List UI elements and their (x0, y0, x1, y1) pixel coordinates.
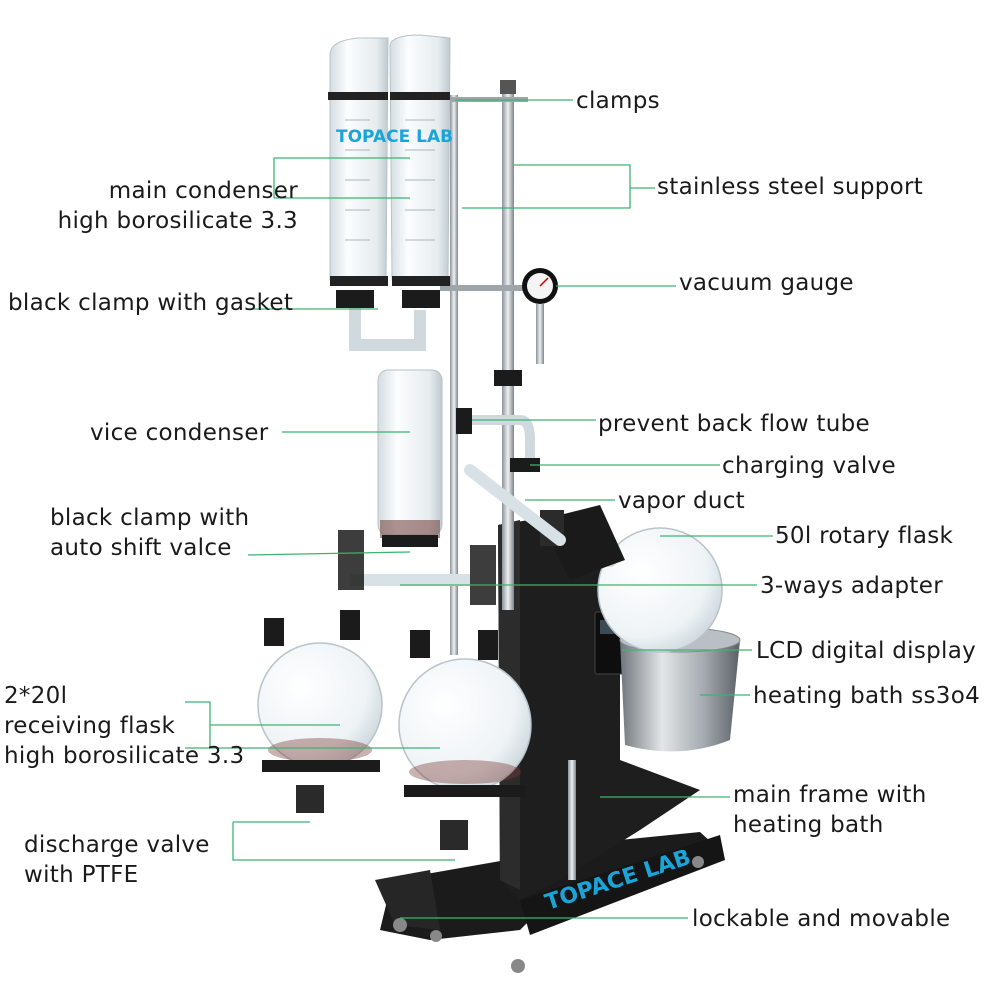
label-charging-valve: charging valve (722, 453, 896, 479)
main-body (498, 510, 700, 900)
three-ways-adapter (338, 530, 496, 605)
label-discharge-valve: discharge valve with PTFE (24, 832, 210, 888)
main-condensers: TOPACE LAB (328, 34, 453, 286)
vacuum-gauge (522, 268, 558, 364)
label-main-condenser: main condenser high borosilicate 3.3 (57, 178, 298, 234)
label-stainless-steel-support: stainless steel support (657, 174, 924, 200)
label-clamps: clamps (576, 88, 660, 114)
brand-logo-upper: TOPACE LAB (336, 127, 453, 147)
label-vacuum-gauge: vacuum gauge (679, 270, 854, 296)
vapor-duct (464, 458, 566, 546)
leader-lines (185, 99, 773, 919)
receiving-flasks (257, 610, 532, 797)
label-vice-condenser: vice condenser (90, 420, 269, 446)
label-vapor-duct: vapor duct (618, 488, 745, 514)
label-prevent-back-flow-tube: prevent back flow tube (598, 411, 870, 437)
label-3-ways-adapter: 3-ways adapter (760, 573, 943, 599)
base-frame (375, 832, 725, 973)
label-main-frame: main frame with heating bath (733, 782, 927, 838)
label-black-clamp-auto-shift: black clamp with auto shift valce (50, 505, 250, 561)
label-rotary-flask: 50l rotary flask (775, 523, 954, 549)
label-lcd-digital-display: LCD digital display (756, 638, 977, 664)
black-clamps-gasket (336, 290, 440, 351)
label-heating-bath: heating bath ss3o4 (753, 683, 981, 709)
label-lockable-and-movable: lockable and movable (692, 906, 951, 932)
label-receiving-flask: 2*20l receiving flask high borosilicate … (4, 683, 245, 769)
discharge-valves (296, 785, 468, 850)
label-black-clamp-with-gasket: black clamp with gasket (8, 290, 294, 316)
vice-condenser (377, 369, 443, 547)
